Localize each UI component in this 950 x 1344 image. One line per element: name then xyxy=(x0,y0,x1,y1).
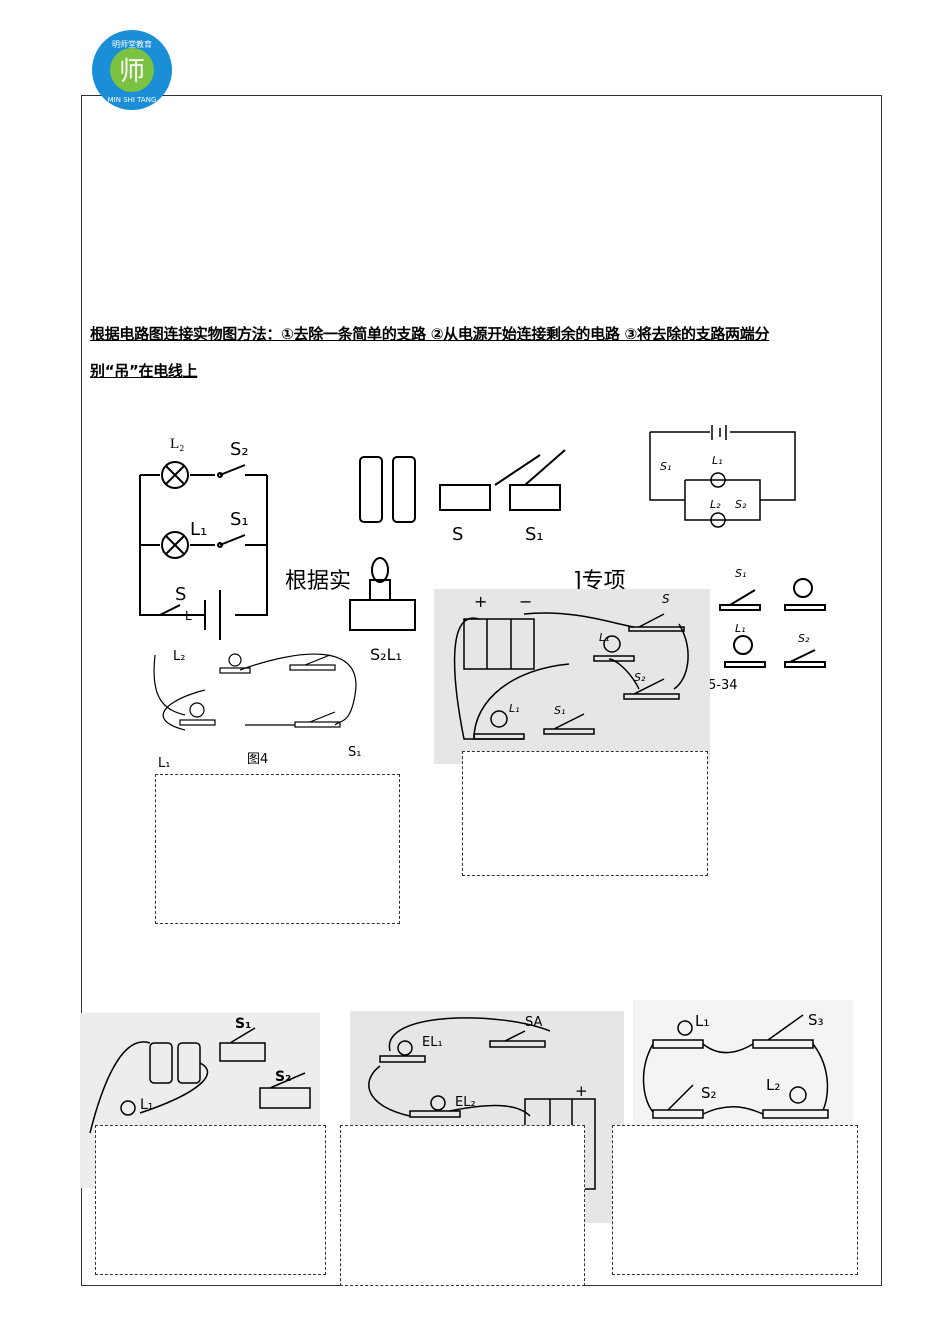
label-minus: − xyxy=(519,592,532,611)
label-s2: S₂ xyxy=(735,498,747,511)
bulb-component: S₂L₁ xyxy=(345,555,435,665)
label-l1b: L₁ xyxy=(509,702,520,715)
label-l1: L₁ xyxy=(190,519,207,540)
components-diagram-3b: S₁ L₁ S₂ xyxy=(640,560,840,695)
label-s2: S₂ xyxy=(634,671,646,684)
answer-box-3[interactable] xyxy=(95,1125,326,1275)
method-heading-line2: 别“吊”在电线上 xyxy=(90,362,198,380)
label-l2: L₂ xyxy=(710,498,721,511)
physical-circuit-4: L₂ 图4 S₁ L₁ xyxy=(145,640,375,771)
label-s: S xyxy=(662,592,670,606)
label-l1: L₁ xyxy=(712,454,723,467)
answer-box-2[interactable] xyxy=(462,751,708,876)
logo: 师 明师堂教育 MIN SHI TANG xyxy=(92,30,172,110)
label-l2: L₂ xyxy=(173,649,185,664)
label-s2: S₂ xyxy=(230,439,249,460)
label-l2: L₂ xyxy=(170,436,184,452)
physical-circuit-5: + − S L₁ S₂ L₁ S₁ xyxy=(434,589,710,764)
logo-bottom-text: MIN SHI TANG xyxy=(108,96,157,104)
answer-box-1[interactable] xyxy=(155,774,400,924)
label-s3: S₃ xyxy=(808,1011,824,1029)
label-el1: EL₁ xyxy=(422,1035,443,1050)
label-l: L xyxy=(185,609,192,623)
label-l1: L₁ xyxy=(695,1012,709,1030)
figure-number: 5-34 xyxy=(708,678,738,693)
label-l1: L₁ xyxy=(158,756,170,771)
label-s: S xyxy=(175,584,186,605)
label-l2: L₂ xyxy=(766,1076,780,1094)
label-l1: L₁ xyxy=(735,622,746,635)
label-s1: S₁ xyxy=(660,460,671,473)
label-sa: SA xyxy=(525,1015,542,1030)
label-s: S xyxy=(452,524,463,545)
label-s2l1: S₂L₁ xyxy=(370,645,402,664)
label-s1: S₁ xyxy=(525,524,544,545)
logo-top-text: 明师堂教育 xyxy=(112,39,152,49)
label-s2: S₂ xyxy=(275,1069,291,1085)
circuit-schematic-3: S₁ L₁ L₂ S₂ xyxy=(640,420,805,535)
overlay-text-left: 根据实 xyxy=(285,569,352,594)
figure-caption: 图4 xyxy=(247,752,268,767)
answer-box-4[interactable] xyxy=(340,1125,585,1286)
answer-box-5[interactable] xyxy=(612,1125,858,1275)
label-s1: S₁ xyxy=(235,1016,251,1032)
label-plus: + xyxy=(474,592,487,611)
label-l1: L₁ xyxy=(140,1097,153,1113)
label-s1: S₁ xyxy=(735,567,746,580)
label-s1: S₁ xyxy=(348,745,361,760)
logo-center-text: 师 xyxy=(119,57,145,87)
label-plus: + xyxy=(575,1082,588,1100)
label-s2: S₂ xyxy=(798,632,810,645)
method-heading-line1: 根据电路图连接实物图方法：①去除一条简单的支路 ②从电源开始连接剩余的电路 ③将… xyxy=(90,325,770,343)
physical-circuit-8: L₁ S₃ S₂ L₂ xyxy=(633,1000,853,1125)
label-s1: S₁ xyxy=(554,704,565,717)
label-el2: EL₂ xyxy=(455,1095,476,1110)
components-diagram-2: S S₁ xyxy=(355,445,575,550)
label-l1: L₁ xyxy=(599,631,610,644)
circuit-schematic-1: L₂ S₂ L₁ S₁ S L xyxy=(130,420,280,640)
label-s2: S₂ xyxy=(701,1084,717,1102)
label-s1: S₁ xyxy=(230,509,249,530)
